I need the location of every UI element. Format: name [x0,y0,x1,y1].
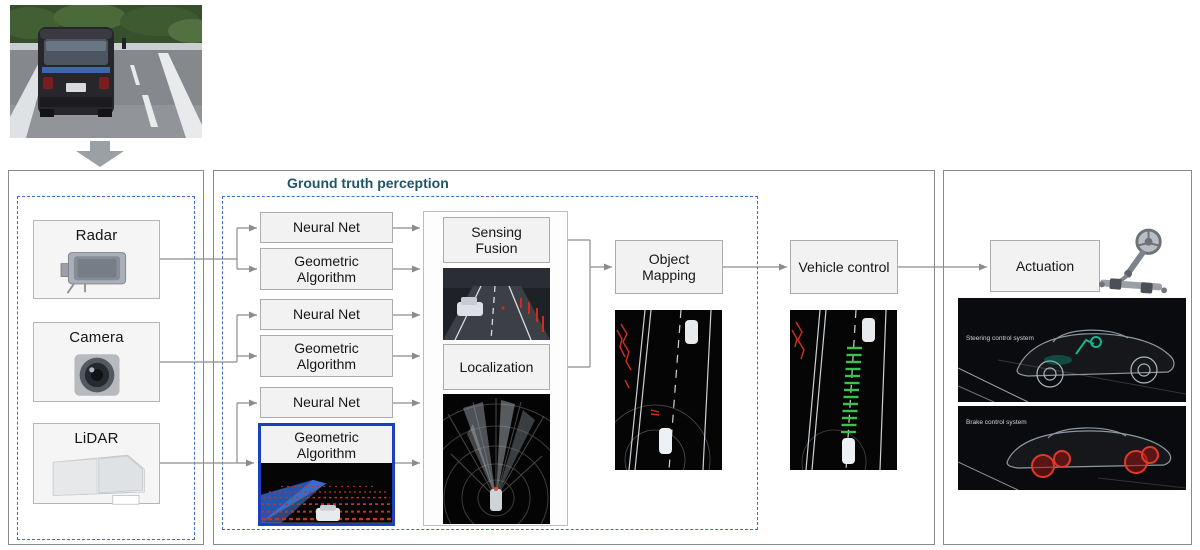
sensing-fusion-render-image [443,268,550,340]
block-neural-net-lidar: Neural Net [260,387,393,418]
steering-column-icon [1098,226,1168,306]
van [38,27,114,117]
sensor-radar-label: Radar [75,227,118,244]
block-actuation: Actuation [990,240,1100,292]
road-scene-image [10,5,202,138]
brake-caption: Brake control system [966,419,1027,426]
lidar-sensor-icon [34,447,159,511]
block-neural-net-camera: Neural Net [260,299,393,330]
camera-lens-icon [34,346,159,406]
sensor-camera: Camera [33,322,160,402]
sensor-lidar-label: LiDAR [74,430,119,447]
ground-truth-perception-label: Ground truth perception [287,175,449,191]
block-object-mapping: Object Mapping [615,240,723,294]
down-arrow-icon [76,141,124,167]
block-geometric-algorithm-lidar-highlighted: Geometric Algorithm [258,423,395,526]
block-label: Geometric Algorithm [294,429,359,462]
vehicle-control-image [790,310,897,470]
dashcam-photo [10,5,202,138]
sensor-radar: Radar [33,220,160,299]
block-geometric-algorithm-radar: Geometric Algorithm [260,248,393,290]
ground-truth-dashed-region [222,196,758,530]
brake-control-system-image: Brake control system [958,406,1186,490]
sensor-lidar: LiDAR [33,423,160,505]
radar-sensor-icon [34,244,159,300]
sensors-dashed-region [17,196,195,540]
block-localization: Localization [443,344,550,390]
steering-caption: Steering control system [966,335,1034,342]
block-vehicle-control: Vehicle control [790,240,898,294]
object-mapping-image [615,310,722,470]
localization-scan-image [443,394,550,524]
block-neural-net-radar: Neural Net [260,212,393,243]
lidar-pointcloud-image [261,463,392,523]
block-geometric-algorithm-camera: Geometric Algorithm [260,335,393,377]
sensor-camera-label: Camera [69,329,124,346]
steering-control-system-image: Steering control system [958,298,1186,402]
block-sensing-fusion: Sensing Fusion [443,217,550,263]
